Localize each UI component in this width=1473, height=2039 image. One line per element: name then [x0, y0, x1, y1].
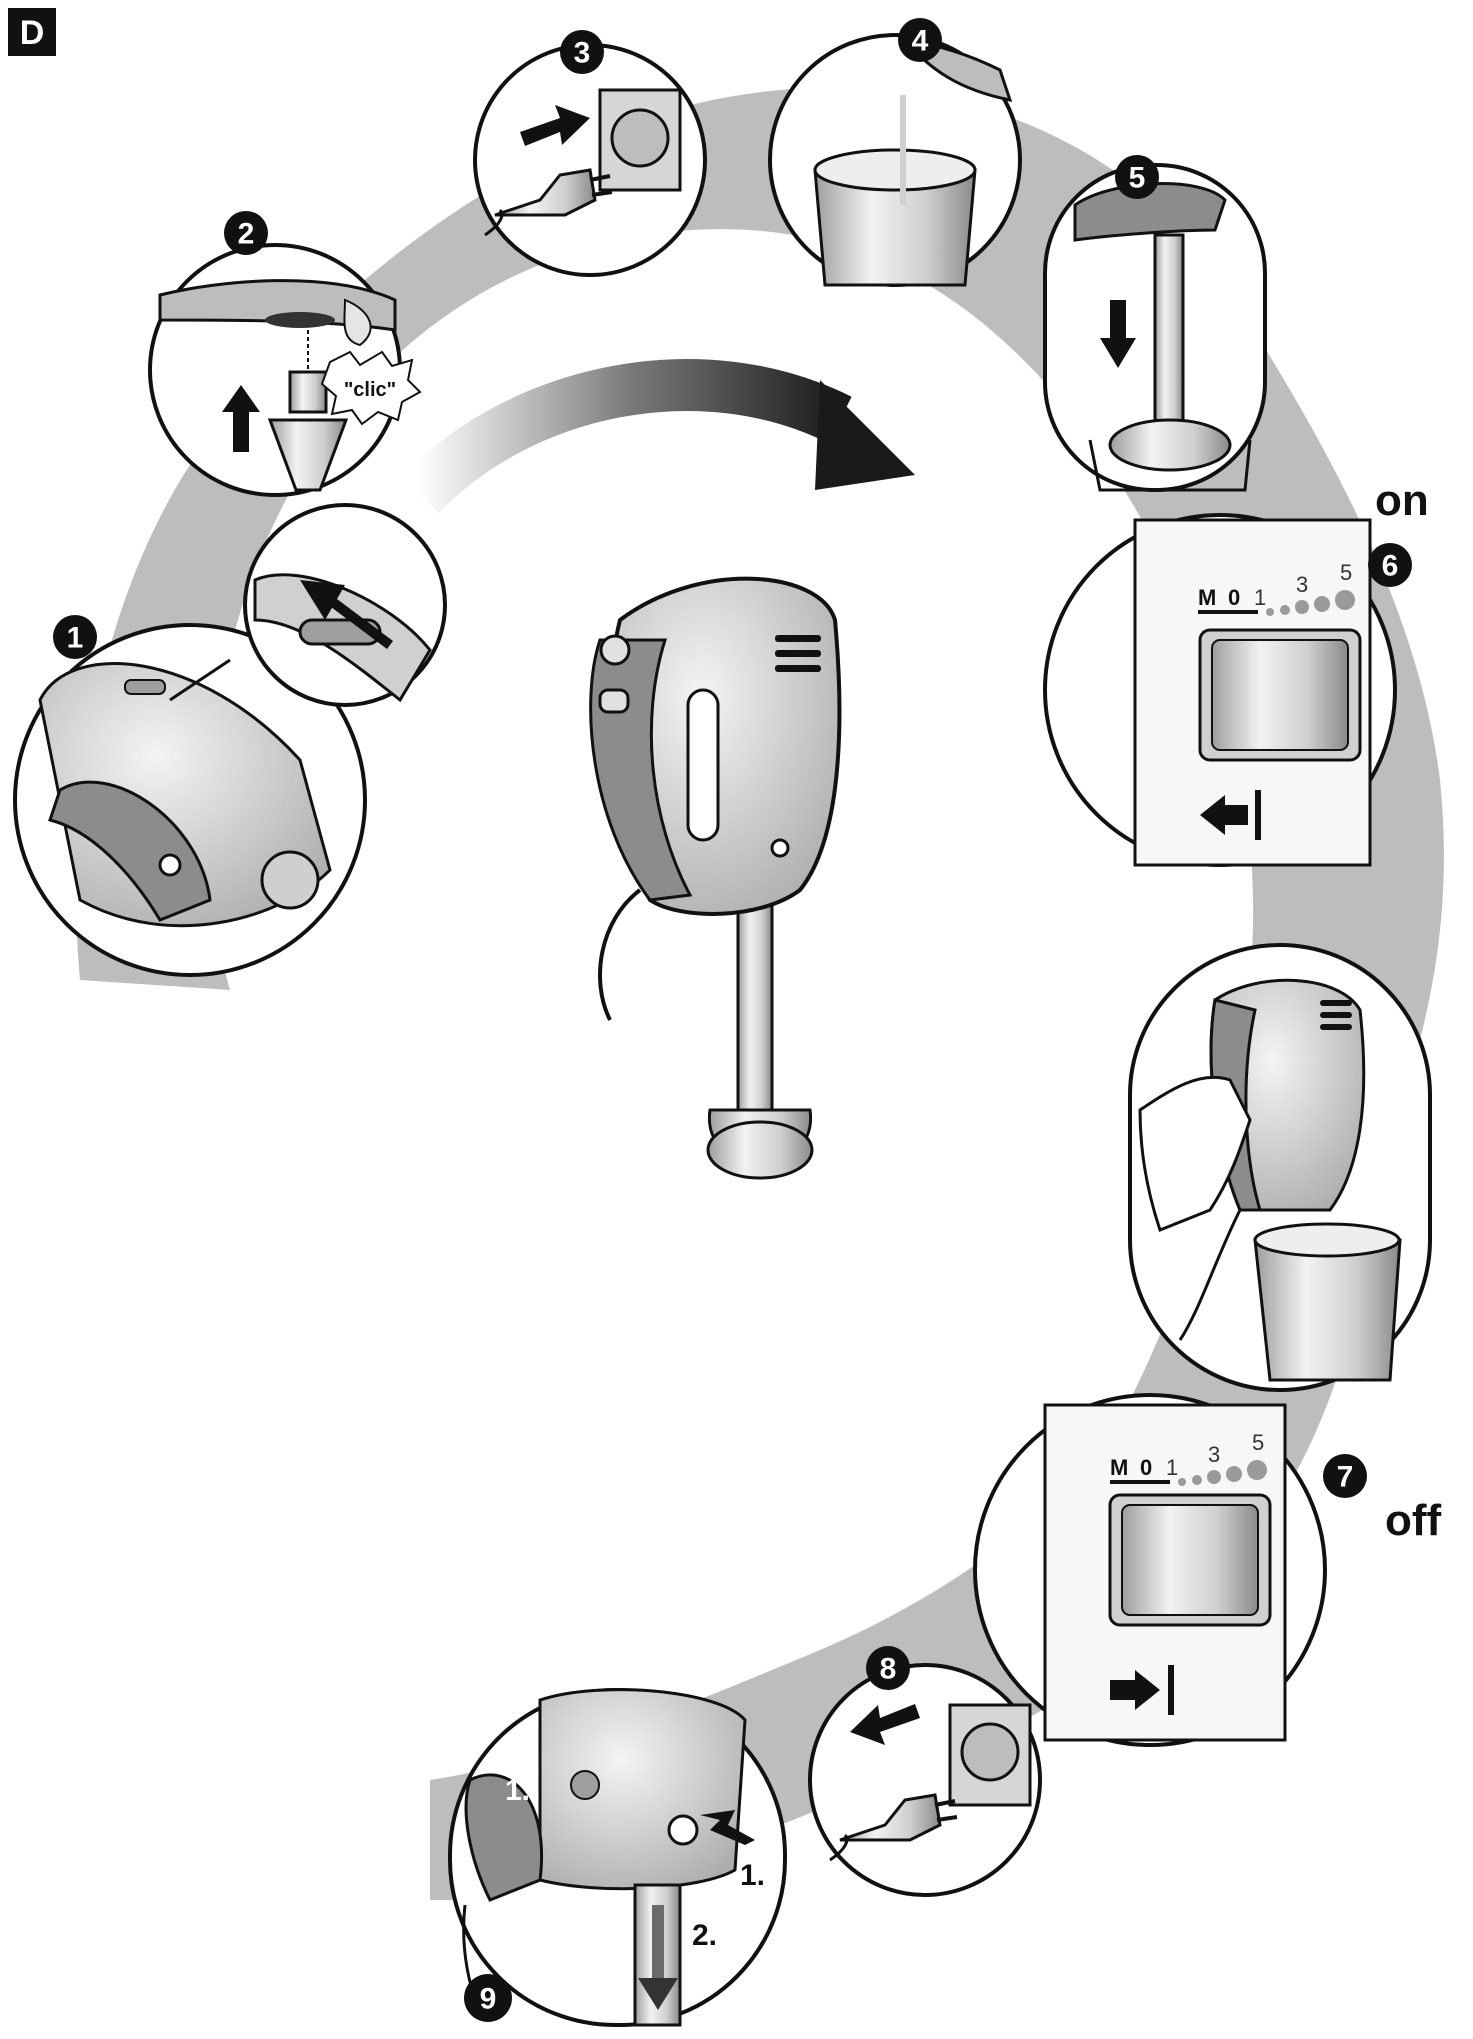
step-2-panel: "clic" 2	[148, 211, 422, 497]
curved-arrow-icon	[401, 358, 915, 514]
socket-icon	[948, 1703, 1032, 1807]
step-6-number: 6	[1382, 550, 1399, 583]
scale-3-off: 3	[1208, 1442, 1220, 1467]
arrow-icon	[1100, 300, 1136, 368]
arrow-icon	[1200, 790, 1261, 840]
step-7-number: 7	[1337, 1461, 1354, 1494]
step-1-number: 1	[67, 622, 84, 655]
step-4-panel: 4	[768, 18, 1022, 287]
scale-m-off: M	[1110, 1455, 1128, 1480]
scale-m: M	[1198, 585, 1216, 610]
step-9-panel: 1. 1. 2. 9	[448, 1688, 787, 2027]
step-3-panel: 3	[473, 30, 707, 277]
step-9-sub-1b: 1.	[505, 1774, 530, 1807]
step-8-number: 8	[880, 1653, 897, 1686]
arrow-icon	[700, 1810, 755, 1845]
section-letter: D	[20, 14, 45, 52]
step-9-sub-1: 1.	[740, 1859, 765, 1892]
step-1-panel: 1	[13, 503, 447, 977]
operating-panel	[1128, 943, 1432, 1392]
hand-icon	[1138, 1075, 1252, 1232]
plug-icon	[484, 168, 613, 237]
scale-0-off: 0	[1140, 1455, 1152, 1480]
scale-1-off: 1	[1166, 1455, 1178, 1480]
step-8-panel: 8	[808, 1646, 1042, 1897]
step-7-state-label: off	[1385, 1496, 1442, 1545]
step-5-panel: 5	[1043, 155, 1267, 492]
scale-1: 1	[1254, 585, 1266, 610]
socket-icon	[598, 88, 682, 192]
step-3-number: 3	[574, 37, 591, 70]
arrow-icon	[1110, 1665, 1174, 1715]
step-5-number: 5	[1129, 162, 1146, 195]
step-2-number: 2	[238, 218, 255, 251]
scale-0: 0	[1228, 585, 1240, 610]
section-badge: D	[8, 8, 56, 56]
step-4-number: 4	[912, 25, 929, 58]
step-9-number: 9	[480, 1983, 497, 2016]
step-6-state-label: on	[1375, 476, 1429, 525]
step-6-panel: M 0 1 3 5 on 6	[1043, 476, 1429, 867]
arrow-icon	[638, 1905, 678, 2010]
scale-3: 3	[1296, 572, 1308, 597]
scale-5: 5	[1340, 560, 1352, 585]
scale-5-off: 5	[1252, 1430, 1264, 1455]
arrow-icon	[850, 1704, 920, 1745]
arrow-icon	[327, 596, 393, 649]
step-7-panel: M 0 1 3 5 7 off	[973, 1393, 1442, 1747]
plug-icon	[829, 1793, 958, 1862]
clic-text: "clic"	[344, 379, 396, 401]
arrow-icon	[222, 385, 260, 452]
step-9-sub-2: 2.	[692, 1919, 717, 1952]
hand-blender-icon	[589, 576, 842, 1180]
clic-burst	[320, 350, 422, 426]
arrow-icon	[520, 105, 590, 146]
